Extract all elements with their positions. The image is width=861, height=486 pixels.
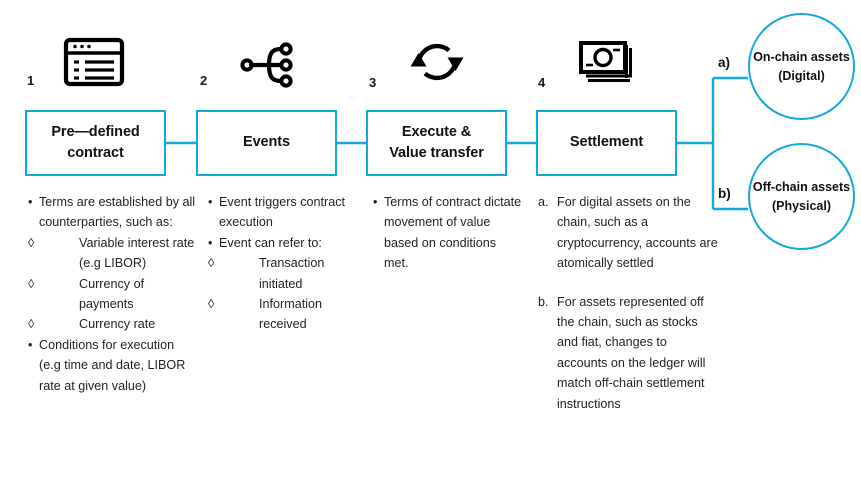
stage-box-pre-defined-contract[interactable]: Pre—defined contract bbox=[25, 110, 166, 176]
list-marker: ◊ bbox=[208, 256, 215, 271]
stage-title-3: Execute & Value transfer bbox=[389, 123, 484, 161]
list-marker: ◊ bbox=[208, 296, 215, 311]
list-marker: ◊ bbox=[28, 235, 35, 250]
list-item-text: Transaction initiated bbox=[259, 256, 325, 291]
banknotes-stack-icon bbox=[576, 36, 638, 93]
list-item: • Terms of contract dictate movement of v… bbox=[373, 192, 523, 274]
list-item-text: For digital assets on the chain, such as… bbox=[557, 195, 718, 271]
outcome-b-line1: Off-chain assets bbox=[752, 179, 851, 194]
list-item-text: Currency rate bbox=[79, 317, 156, 332]
list-item-text: Conditions for execution (e.g time and d… bbox=[39, 337, 186, 393]
node-branch-icon bbox=[239, 40, 299, 95]
outcome-circle-off-chain-assets[interactable]: Off-chain assets (Physical) bbox=[748, 143, 855, 250]
list-marker: a. bbox=[538, 195, 549, 209]
text-gap bbox=[538, 274, 718, 292]
list-item: ◊ Information received bbox=[208, 294, 360, 335]
list-marker: • bbox=[208, 195, 213, 209]
list-item: • Event can refer to: bbox=[208, 233, 360, 253]
list-item: ◊ Currency rate bbox=[28, 314, 196, 334]
list-item: b. For assets represented off the chain, … bbox=[538, 292, 718, 414]
list-item: a. For digital assets on the chain, such … bbox=[538, 192, 718, 274]
list-item: • Event triggers contract execution bbox=[208, 192, 360, 233]
list-item-text: Terms of contract dictate movement of va… bbox=[384, 195, 522, 271]
list-item: ◊ Variable interest rate (e.g LIBOR) bbox=[28, 233, 196, 274]
list-item-text: Information received bbox=[259, 296, 322, 332]
stage-title-4: Settlement bbox=[569, 134, 644, 151]
list-item-text: Event can refer to: bbox=[219, 235, 322, 250]
branch-label-b: b) bbox=[718, 186, 731, 201]
list-item-text: Variable interest rate (e.g LIBOR) bbox=[79, 235, 195, 271]
outcome-b-line2: (Physical) bbox=[771, 198, 832, 213]
list-marker: • bbox=[28, 337, 33, 352]
stage-box-execute-value-transfer[interactable]: Execute & Value transfer bbox=[366, 110, 507, 176]
stage-box-settlement[interactable]: Settlement bbox=[536, 110, 677, 176]
column-execute-value-transfer: • Terms of contract dictate movement of v… bbox=[373, 192, 523, 274]
list-marker: ◊ bbox=[28, 276, 35, 291]
list-marker: • bbox=[28, 195, 33, 209]
list-item: ◊ Transaction initiated bbox=[208, 253, 360, 294]
step-number-2: 2 bbox=[200, 73, 208, 88]
column-predefined-contract: • Terms are established by all counterpar… bbox=[28, 192, 196, 396]
step-number-4: 4 bbox=[538, 75, 546, 90]
list-item: ◊ Currency of payments bbox=[28, 274, 196, 315]
step-number-1: 1 bbox=[27, 73, 35, 88]
list-item-text: Currency of payments bbox=[79, 276, 145, 311]
list-marker: ◊ bbox=[28, 317, 35, 332]
list-item-text: For assets represented off the chain, su… bbox=[557, 294, 706, 411]
list-item-text: Event triggers contract execution bbox=[219, 195, 345, 230]
list-marker: • bbox=[373, 195, 378, 209]
list-marker: • bbox=[208, 235, 213, 250]
refresh-cycle-icon bbox=[409, 36, 465, 93]
outcome-a-line1: On-chain assets bbox=[753, 49, 850, 64]
outcome-a-line2: (Digital) bbox=[778, 68, 825, 83]
list-item: • Terms are established by all counterpar… bbox=[28, 192, 196, 233]
column-settlement: a. For digital assets on the chain, such … bbox=[538, 192, 718, 414]
list-item: • Conditions for execution (e.g time and … bbox=[28, 335, 196, 396]
step-number-3: 3 bbox=[369, 75, 377, 90]
browser-list-icon bbox=[63, 37, 125, 92]
stage-box-events[interactable]: Events bbox=[196, 110, 337, 176]
stage-title-2: Events bbox=[243, 134, 290, 151]
outcome-circle-on-chain-assets[interactable]: On-chain assets (Digital) bbox=[748, 13, 855, 120]
stage-title-1: Pre—defined contract bbox=[51, 123, 140, 161]
list-item-text: Terms are established by all counterpart… bbox=[39, 195, 196, 230]
column-events: • Event triggers contract execution • Event… bbox=[208, 192, 360, 335]
branch-label-a: a) bbox=[718, 55, 731, 70]
list-marker: b. bbox=[538, 294, 549, 309]
